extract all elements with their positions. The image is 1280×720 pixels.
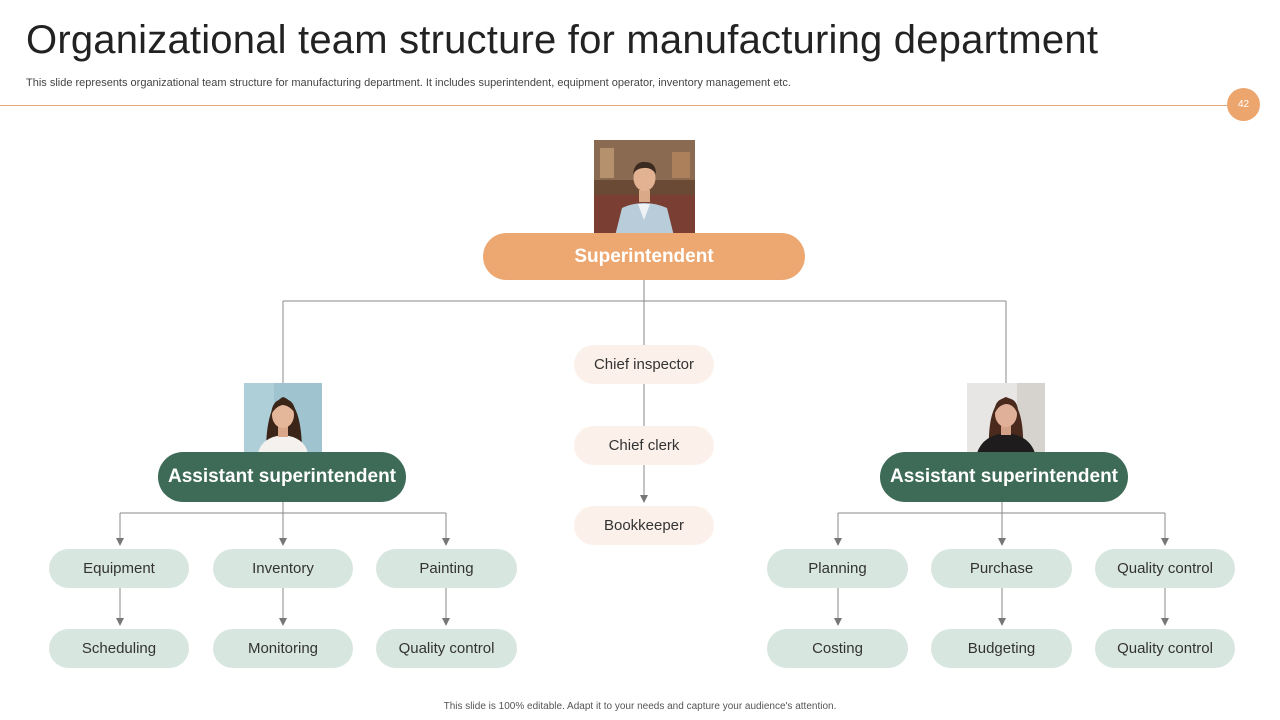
page-number-badge: 42 [1227, 88, 1260, 121]
monitoring-node[interactable]: Monitoring [213, 629, 353, 668]
painting-node[interactable]: Painting [376, 549, 517, 588]
slide-title: Organizational team structure for manufa… [26, 18, 1099, 62]
scheduling-node[interactable]: Scheduling [49, 629, 189, 668]
header-divider [0, 105, 1232, 106]
equipment-node[interactable]: Equipment [49, 549, 189, 588]
right-bottom-quality-control-node[interactable]: Quality control [1095, 629, 1235, 668]
superintendent-photo [594, 140, 695, 240]
purchase-node[interactable]: Purchase [931, 549, 1072, 588]
left-assistant-superintendent-node[interactable]: Assistant superintendent [158, 452, 406, 502]
chief-inspector-node[interactable]: Chief inspector [574, 345, 714, 384]
right-assistant-photo [967, 383, 1045, 453]
left-quality-control-node[interactable]: Quality control [376, 629, 517, 668]
chief-clerk-node[interactable]: Chief clerk [574, 426, 714, 465]
right-assistant-superintendent-node[interactable]: Assistant superintendent [880, 452, 1128, 502]
bookkeeper-node[interactable]: Bookkeeper [574, 506, 714, 545]
planning-node[interactable]: Planning [767, 549, 908, 588]
costing-node[interactable]: Costing [767, 629, 908, 668]
budgeting-node[interactable]: Budgeting [931, 629, 1072, 668]
left-assistant-photo [244, 383, 322, 453]
inventory-node[interactable]: Inventory [213, 549, 353, 588]
slide-subtitle: This slide represents organizational tea… [26, 77, 791, 89]
superintendent-node[interactable]: Superintendent [483, 233, 805, 280]
slide-footer: This slide is 100% editable. Adapt it to… [443, 701, 837, 712]
right-quality-control-node[interactable]: Quality control [1095, 549, 1235, 588]
